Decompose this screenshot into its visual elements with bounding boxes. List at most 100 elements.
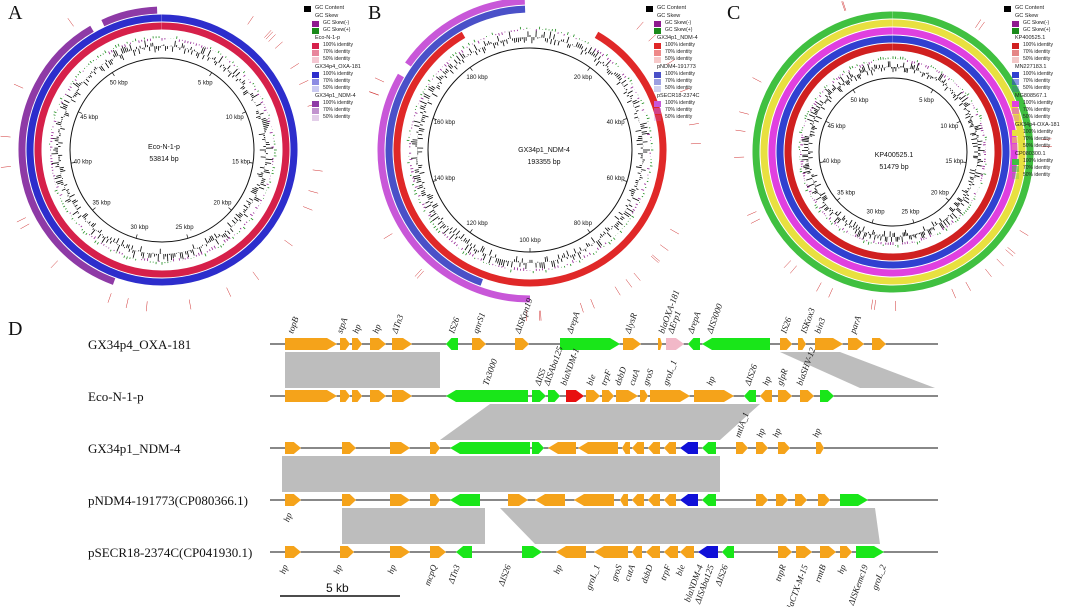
gc-content-spike	[254, 196, 260, 200]
gc-content-spike	[418, 166, 422, 169]
gc-content-spike	[260, 181, 264, 184]
gc-content-spike	[965, 113, 969, 116]
gc-content-spike	[419, 111, 424, 114]
gc-content-spike	[120, 54, 125, 61]
gc-content-spike	[423, 93, 431, 98]
legend-item-label: 50% identity	[1023, 85, 1051, 91]
gc-content-spike	[83, 81, 88, 86]
legend-item: 70% identity	[312, 107, 364, 114]
gc-content-spike	[255, 195, 257, 197]
kbp-tick	[469, 67, 473, 71]
gc-content-spike	[124, 46, 127, 53]
gc-content-spike	[502, 40, 505, 47]
gc-content-spike	[428, 86, 435, 91]
gc-skew-spike	[818, 95, 822, 98]
gene-arrow	[744, 390, 756, 402]
gene-arrow	[430, 494, 440, 506]
gc-skew-spike	[134, 38, 137, 42]
gc-content-spike	[801, 159, 809, 161]
gc-content-spike	[418, 184, 423, 187]
gc-skew-spike	[963, 212, 966, 214]
gc-content-spike	[856, 230, 861, 237]
gc-skew-spike	[222, 243, 225, 246]
legend-swatch	[312, 42, 319, 49]
gene-arrow	[776, 494, 788, 506]
legend-item: 100% identity	[1012, 71, 1078, 78]
gc-content-spike	[635, 166, 642, 169]
feature-marker	[13, 83, 24, 89]
gc-content-spike	[814, 119, 819, 123]
gc-content-spike	[181, 43, 184, 48]
gene-arrow	[756, 442, 768, 454]
legend-item: GC Skew(+)	[312, 27, 364, 34]
gc-content-spike	[207, 49, 212, 57]
legend-swatch	[1012, 100, 1019, 107]
gc-content-spike	[921, 231, 925, 239]
legend-swatch	[1012, 172, 1019, 179]
gc-content-spike	[85, 220, 87, 222]
gc-content-spike	[579, 247, 582, 251]
legend-item: 50% identity	[312, 85, 364, 92]
gc-content-spike	[880, 236, 882, 241]
gc-content-spike	[231, 74, 235, 78]
kbp-tick	[871, 219, 874, 224]
gc-content-spike	[580, 50, 584, 55]
gc-skew-spike	[867, 241, 870, 245]
gc-content-spike	[132, 249, 134, 253]
feature-marker	[107, 293, 112, 303]
identity-ring-a	[101, 6, 158, 27]
identity-ring-c	[768, 27, 1018, 277]
gc-skew-spike	[259, 199, 262, 202]
gc-content-spike	[227, 222, 232, 228]
gene-label: ΔrepA	[685, 310, 703, 336]
gc-content-spike	[621, 216, 625, 219]
gc-content-spike	[255, 110, 259, 113]
kbp-tick-label: 30 kbp	[130, 225, 149, 231]
gc-content-spike	[202, 54, 205, 60]
gc-content-spike	[443, 228, 449, 234]
kbp-tick-label: 30 kbp	[867, 209, 886, 215]
gc-content-spike	[212, 57, 214, 60]
gc-content-spike	[420, 105, 426, 109]
gc-content-spike	[420, 100, 427, 105]
gc-content-spike	[436, 86, 441, 90]
legend-item-label: 50% identity	[323, 85, 351, 91]
gc-content-spike	[442, 71, 447, 75]
legend-item: 70% identity	[1012, 78, 1078, 85]
gc-content-spike	[205, 244, 208, 247]
gc-content-spike	[126, 244, 129, 248]
gc-content-spike	[820, 106, 825, 110]
gc-content-spike	[617, 76, 622, 80]
gc-skew-spike	[411, 183, 415, 186]
homology-block	[282, 456, 720, 492]
gc-skew-spike	[644, 183, 647, 185]
gc-content-spike	[867, 63, 870, 71]
gc-content-spike	[621, 79, 627, 84]
gc-content-spike	[77, 212, 80, 214]
gc-skew-spike	[65, 208, 67, 210]
gc-content-spike	[264, 129, 267, 131]
gene-arrow	[515, 338, 529, 350]
gc-content-spike	[577, 43, 580, 48]
gc-content-spike	[822, 196, 827, 200]
legend-swatch	[1004, 36, 1011, 42]
gc-content-spike	[450, 233, 455, 239]
gene-label: dsbD	[639, 563, 655, 585]
legend-item: 50% identity	[1012, 114, 1078, 121]
feature-marker	[871, 299, 873, 310]
legend-swatch	[654, 100, 661, 107]
gc-content-spike	[873, 232, 875, 235]
gc-content-spike	[591, 244, 593, 247]
gene-arrow	[446, 390, 528, 402]
gc-content-spike	[825, 99, 828, 102]
gc-skew-spike	[596, 50, 599, 53]
gc-content-spike	[418, 128, 425, 130]
gc-content-spike	[259, 166, 265, 169]
gc-skew-spike	[826, 217, 828, 219]
gc-content-spike	[260, 183, 267, 187]
legend-swatch	[654, 27, 661, 34]
gc-content-spike	[421, 116, 426, 119]
gc-content-spike	[215, 238, 220, 245]
gc-content-spike	[553, 39, 556, 46]
